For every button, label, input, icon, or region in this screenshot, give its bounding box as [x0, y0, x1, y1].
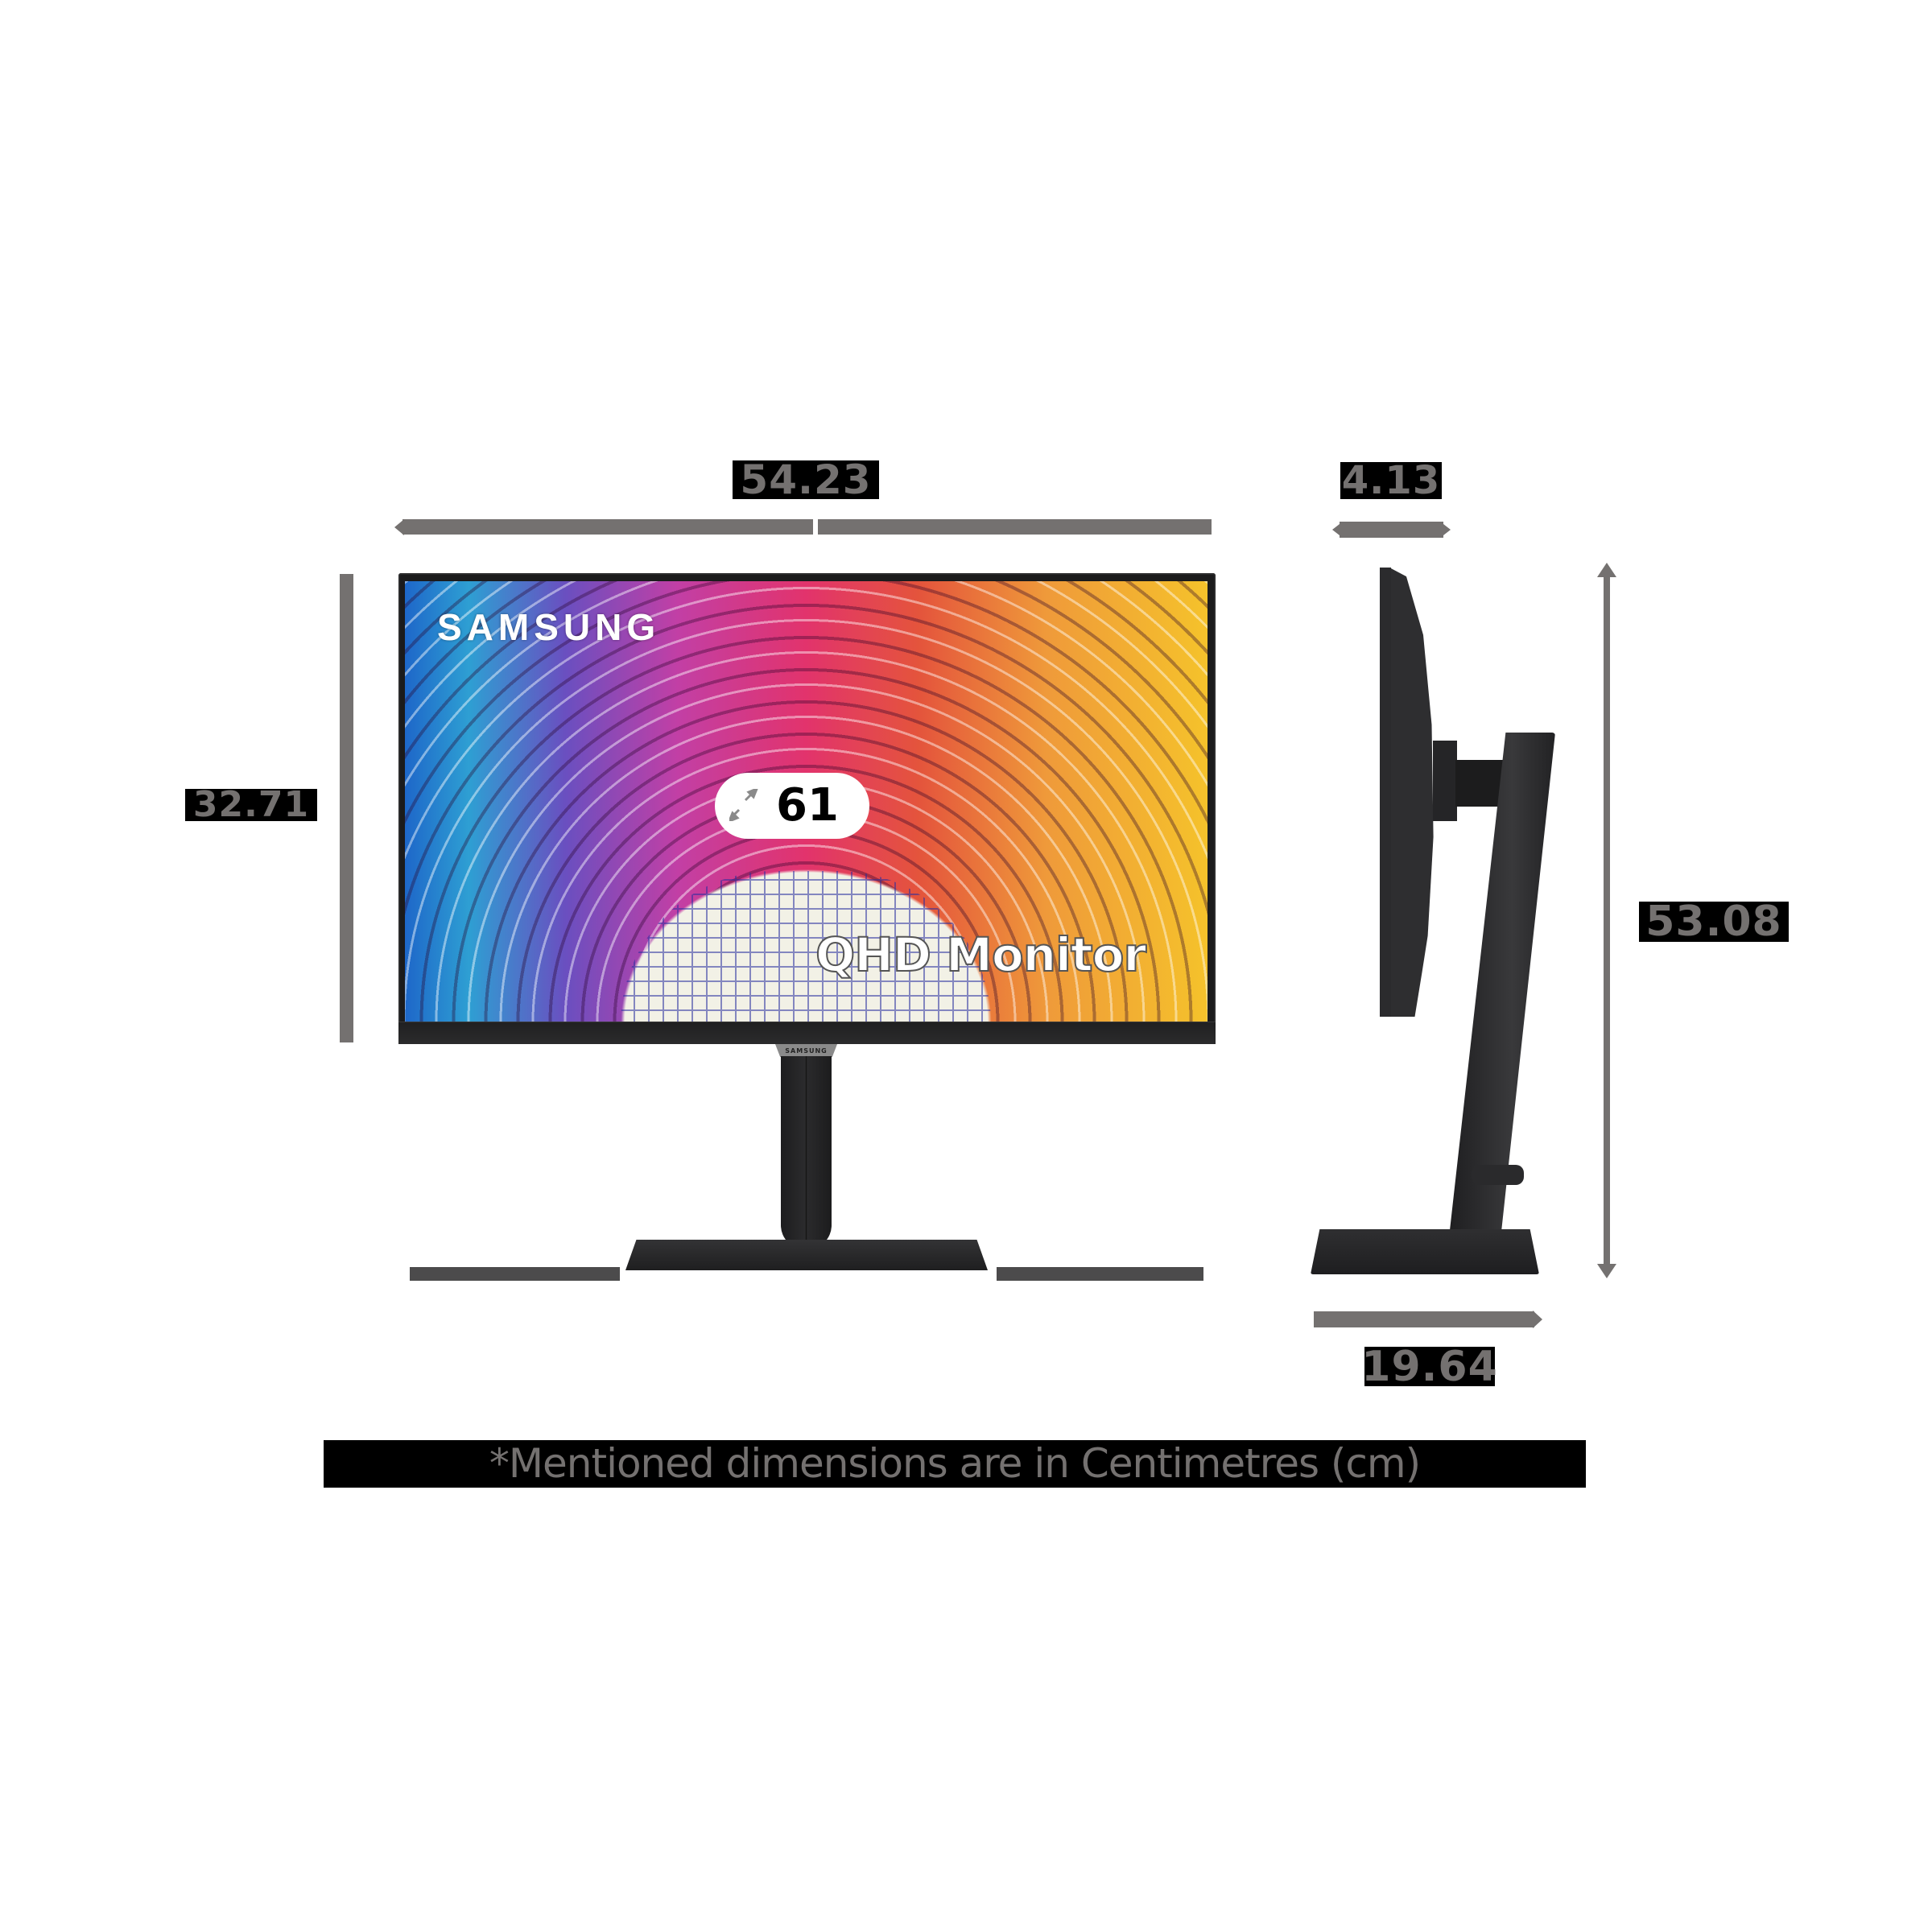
depth-line — [1340, 522, 1443, 538]
stand-side-base — [1311, 1229, 1539, 1274]
depth-label: 4.13 — [1340, 458, 1442, 503]
front-height-line — [340, 574, 353, 1042]
base-depth-label: 19.64 — [1361, 1342, 1498, 1391]
arrow-left-icon — [394, 519, 404, 535]
base-width-line-right — [997, 1267, 1203, 1281]
stand-base — [625, 1240, 988, 1270]
monitor-screen: SAMSUNG 61 QHD Monitor — [405, 581, 1208, 1022]
total-height-line — [1604, 576, 1610, 1265]
total-height-label: 53.08 — [1639, 901, 1789, 943]
front-width-center-tick — [813, 515, 818, 539]
monitor-front-view: SAMSUNG 61 QHD Monitor — [398, 573, 1216, 1044]
front-width-label: 54.23 — [733, 460, 879, 500]
product-label: QHD Monitor — [815, 927, 1147, 983]
monitor-side-hinge — [1433, 741, 1457, 821]
base-width-line-left — [410, 1267, 620, 1281]
collar-brand-text: SAMSUNG — [785, 1046, 828, 1055]
screen-size-value: 61 — [776, 779, 839, 832]
arrow-left-icon — [1332, 524, 1340, 535]
diagonal-arrows-icon — [729, 789, 758, 821]
cable-clip — [1472, 1165, 1524, 1185]
screen-size-badge: 61 — [715, 773, 869, 839]
stand-neck — [781, 1056, 832, 1249]
stand-collar: SAMSUNG — [775, 1044, 837, 1057]
base-depth-line — [1314, 1311, 1534, 1327]
front-width-line — [402, 519, 1212, 535]
arrow-up-icon — [1597, 563, 1616, 577]
front-height-label: 32.71 — [185, 787, 317, 823]
arrow-right-icon — [1533, 1311, 1542, 1328]
samsung-logo: SAMSUNG — [437, 606, 661, 648]
units-footnote: *Mentioned dimensions are in Centimetres… — [324, 1440, 1586, 1488]
arrow-right-icon — [1443, 524, 1451, 535]
monitor-side-panel — [1380, 568, 1391, 1017]
arrow-down-icon — [1597, 1264, 1616, 1278]
monitor-bottom-bezel — [398, 1022, 1216, 1044]
